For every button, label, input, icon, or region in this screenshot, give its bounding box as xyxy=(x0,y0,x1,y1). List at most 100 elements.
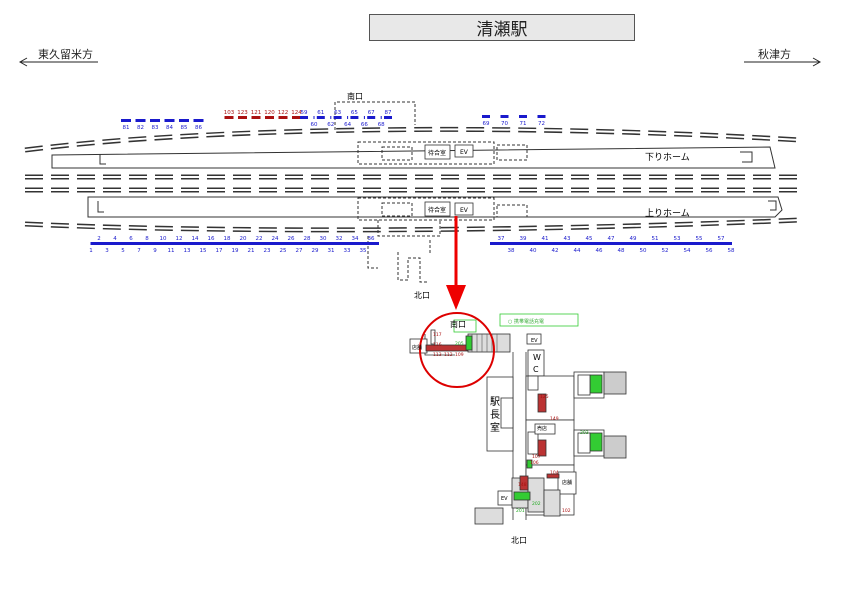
car-stop-number: 6 xyxy=(129,236,133,242)
car-stop-marker xyxy=(600,242,622,245)
car-stop-marker xyxy=(350,116,359,119)
car-stop-number: 46 xyxy=(596,248,603,254)
car-stop-number: 24 xyxy=(272,236,279,242)
car-stop-marker xyxy=(91,242,107,245)
station-building-outline xyxy=(334,101,528,283)
direction-left-label: 東久留米方 xyxy=(38,48,93,61)
car-stop-number: 87 xyxy=(385,110,392,116)
car-stop-marker xyxy=(250,242,252,245)
car-stop-number: 61 xyxy=(317,110,324,116)
car-stop-marker xyxy=(664,242,666,245)
detail-number: 149 xyxy=(550,416,559,422)
car-stop-marker xyxy=(730,242,732,245)
car-stop-marker xyxy=(299,242,315,245)
car-stop-number: 39 xyxy=(520,236,527,242)
car-stop-number: 65 xyxy=(351,110,358,116)
ev-detail-label-2: EV xyxy=(501,496,508,502)
car-stop-marker xyxy=(642,242,644,245)
car-stop-number: 63 xyxy=(334,110,341,116)
car-stop-number: 37 xyxy=(498,236,505,242)
wc-c: C xyxy=(533,365,539,374)
car-stop-marker xyxy=(135,119,146,122)
direction-right-label: 秋津方 xyxy=(758,48,791,61)
car-stop-number: 12 xyxy=(176,236,183,242)
car-stop-marker xyxy=(363,242,379,245)
car-stop-number: 38 xyxy=(508,248,515,254)
car-stop-number: 72 xyxy=(538,121,545,127)
car-stop-marker xyxy=(121,119,131,122)
car-stop-marker xyxy=(155,242,171,245)
car-stop-marker xyxy=(313,116,315,119)
car-stop-marker xyxy=(330,242,332,245)
car-stop-marker xyxy=(363,116,365,119)
car-stop-number: 20 xyxy=(240,236,247,242)
car-stop-number: 59 xyxy=(301,110,308,116)
car-stop-marker xyxy=(708,242,710,245)
car-stop-marker xyxy=(686,242,688,245)
car-stop-marker xyxy=(578,242,600,245)
car-stop-number: 5 xyxy=(121,248,125,254)
car-stop-number: 58 xyxy=(728,248,735,254)
car-stop-number: 36 xyxy=(368,236,375,242)
car-stop-number: 45 xyxy=(586,236,593,242)
car-stop-marker xyxy=(251,242,267,245)
car-stop-marker xyxy=(251,116,261,119)
car-stop-number: 40 xyxy=(530,248,537,254)
car-stop-marker xyxy=(534,242,556,245)
detail-south-exit: 南口 xyxy=(450,319,466,329)
car-stop-number: 85 xyxy=(181,125,188,131)
car-stop-number: 124 xyxy=(291,110,302,116)
car-stop-number: 18 xyxy=(224,236,231,242)
car-stop-marker xyxy=(347,116,349,119)
car-stop-marker xyxy=(556,242,578,245)
car-stop-marker xyxy=(283,242,299,245)
car-stop-marker xyxy=(150,119,160,122)
car-stop-marker xyxy=(622,242,644,245)
car-stop-number: 121 xyxy=(251,110,262,116)
car-stop-number: 54 xyxy=(684,248,691,254)
car-stop-marker xyxy=(347,242,363,245)
car-stop-marker xyxy=(346,242,348,245)
car-stop-number: 82 xyxy=(137,125,144,131)
car-stop-marker xyxy=(362,242,364,245)
car-stop-marker xyxy=(203,242,219,245)
detail-number: 125 xyxy=(540,394,549,400)
car-stop-number: 48 xyxy=(618,248,625,254)
car-stop-number: 30 xyxy=(320,236,327,242)
car-stop-marker xyxy=(193,119,204,122)
detail-number: 109 xyxy=(455,352,464,358)
ev-up: EV xyxy=(460,207,469,214)
car-stop-number: 66 xyxy=(361,122,368,128)
car-stop-number: 41 xyxy=(542,236,549,242)
shop2-label: 店舗 xyxy=(562,479,572,486)
car-stop-number: 21 xyxy=(248,248,255,254)
car-stop-marker xyxy=(500,115,509,118)
car-stop-number: 67 xyxy=(368,110,375,116)
car-stop-marker xyxy=(519,115,527,118)
car-stop-marker xyxy=(298,242,300,245)
car-stop-marker xyxy=(510,242,512,245)
car-stop-marker xyxy=(267,242,283,245)
car-stop-marker xyxy=(333,116,342,119)
car-stop-marker xyxy=(138,242,140,245)
car-stop-number: 103 xyxy=(224,110,235,116)
ev-down: EV xyxy=(460,149,469,156)
car-stop-number: 62 xyxy=(327,122,334,128)
car-stop-marker xyxy=(490,242,512,245)
car-stop-number: 50 xyxy=(640,248,647,254)
car-stop-number: 122 xyxy=(278,110,289,116)
car-stop-number: 83 xyxy=(152,125,159,131)
car-stop-number: 7 xyxy=(137,248,141,254)
car-stop-number: 34 xyxy=(352,236,359,242)
car-stop-marker xyxy=(384,116,392,119)
zoom-arrow xyxy=(446,216,466,310)
car-stop-number: 33 xyxy=(344,248,351,254)
station-name: 清瀬駅 xyxy=(476,20,528,40)
detail-number: 112 xyxy=(444,352,453,358)
car-stop-number: 49 xyxy=(630,236,637,242)
car-stop-marker xyxy=(482,115,490,118)
car-stop-number: 4 xyxy=(113,236,117,242)
car-stop-number: 16 xyxy=(208,236,215,242)
car-stop-number: 1 xyxy=(89,248,93,254)
car-stop-marker xyxy=(537,115,546,118)
